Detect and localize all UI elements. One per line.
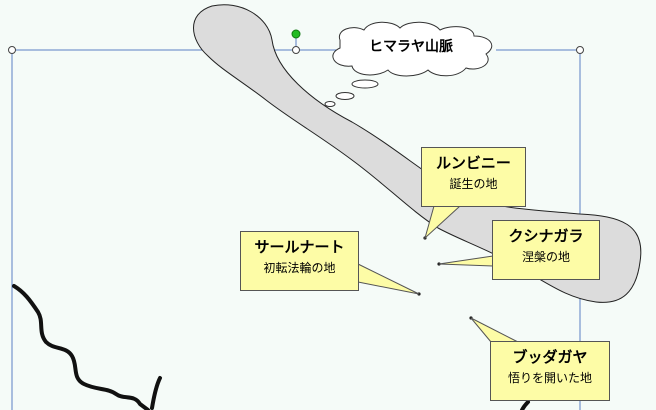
- callout-title: ルンビニー: [436, 154, 511, 172]
- callout-title: ブッダガヤ: [512, 348, 588, 366]
- resize-handle-top-right[interactable]: [576, 46, 584, 54]
- callout-pointer-bodhgaya: [470, 317, 519, 343]
- rotate-handle[interactable]: [291, 29, 301, 39]
- cloud-tail-bubble: [351, 79, 379, 89]
- thought-cloud[interactable]: [332, 21, 493, 77]
- coastline-fragment: [150, 376, 162, 410]
- callout-title: クシナガラ: [508, 227, 584, 245]
- coastline-fragment-right: [520, 400, 530, 410]
- callout-subtitle: 初転法輪の地: [263, 261, 336, 275]
- callout-pointer-lumbini: [424, 205, 461, 240]
- callout-subtitle: 誕生の地: [449, 177, 498, 191]
- callout-title: サールナート: [254, 238, 345, 256]
- callout-lumbini[interactable]: ルンビニー 誕生の地: [421, 147, 526, 207]
- callout-pointer-sarnath: [357, 263, 420, 295]
- callout-subtitle: 悟りを開いた地: [507, 371, 592, 385]
- callout-kushinagar[interactable]: クシナガラ 涅槃の地: [492, 220, 600, 280]
- resize-handle-top-left[interactable]: [8, 46, 16, 54]
- callout-sarnath[interactable]: サールナート 初転法輪の地: [240, 231, 359, 291]
- cloud-tail-bubble: [324, 101, 336, 107]
- resize-handle-top-middle[interactable]: [292, 46, 300, 54]
- callout-pointer-kushinagar: [438, 255, 494, 267]
- india-coastline: [12, 284, 150, 410]
- cloud-tail-bubble: [335, 92, 355, 100]
- callout-bodhgaya[interactable]: ブッダガヤ 悟りを開いた地: [490, 341, 610, 401]
- thought-cloud-label: ヒマラヤ山脈: [369, 39, 453, 55]
- callout-subtitle: 涅槃の地: [521, 250, 570, 264]
